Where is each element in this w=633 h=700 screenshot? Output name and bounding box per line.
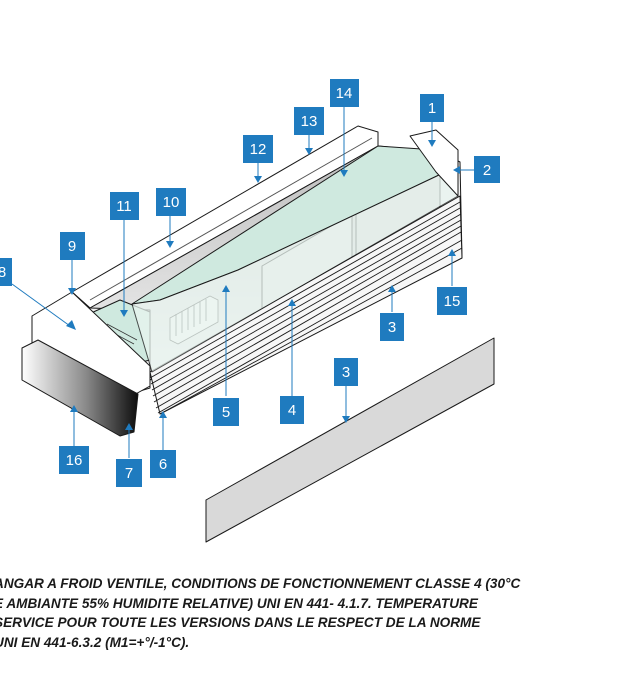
svg-text:12: 12 [250,141,267,158]
callout-16: 16 [59,446,89,474]
leader-lines [11,106,474,458]
svg-text:11: 11 [116,198,132,215]
callout-2: 2 [474,156,500,183]
callout-15: 15 [437,287,467,315]
callout-9: 9 [60,232,85,260]
caption-line: E AMBIANTE 55% HUMIDITE RELATIVE) UNI EN… [0,595,478,611]
svg-text:5: 5 [222,404,230,421]
svg-text:14: 14 [336,85,353,102]
svg-text:9: 9 [68,238,76,255]
svg-text:16: 16 [66,452,83,469]
caption-line: SERVICE POUR TOUTE LES VERSIONS DANS LE … [0,615,481,630]
svg-text:2: 2 [483,162,491,179]
cabinet-body [21,125,495,543]
caption-text: ANGAR A FROID VENTILE, CONDITIONS DE FON… [0,574,633,652]
callout-5: 5 [213,398,239,426]
svg-text:13: 13 [301,113,318,130]
detached-side-panel [205,337,495,543]
callout-12: 12 [243,135,273,163]
svg-text:4: 4 [288,402,296,419]
callout-8: 8 [0,258,12,286]
svg-text:15: 15 [444,293,461,310]
callout-11: 11 [110,192,139,220]
front-bumper-strip [21,339,139,437]
callout-3a: 3 [380,313,404,341]
callout-4: 4 [280,396,304,424]
callout-1: 1 [420,94,444,122]
svg-text:8: 8 [0,264,6,281]
caption-line: UNI EN 441-6.3.2 (M1=+°/-1°C). [0,634,190,650]
svg-text:3: 3 [342,364,350,381]
louvre-lines [149,201,463,415]
callout-6: 6 [150,450,176,478]
callout-3b: 3 [334,358,358,386]
callout-14: 14 [330,79,359,107]
svg-text:6: 6 [159,456,167,473]
callout-13: 13 [294,107,324,135]
svg-text:7: 7 [125,465,133,482]
callout-7: 7 [116,459,142,487]
caption-line: ANGAR A FROID VENTILE, CONDITIONS DE FON… [0,576,521,591]
svg-text:10: 10 [163,194,180,211]
svg-text:1: 1 [428,100,436,117]
svg-text:3: 3 [388,319,396,336]
display-cabinet-diagram: 1 2 3 3 4 5 6 7 8 9 10 11 12 13 14 15 16 [0,79,500,543]
callout-10: 10 [156,188,186,216]
